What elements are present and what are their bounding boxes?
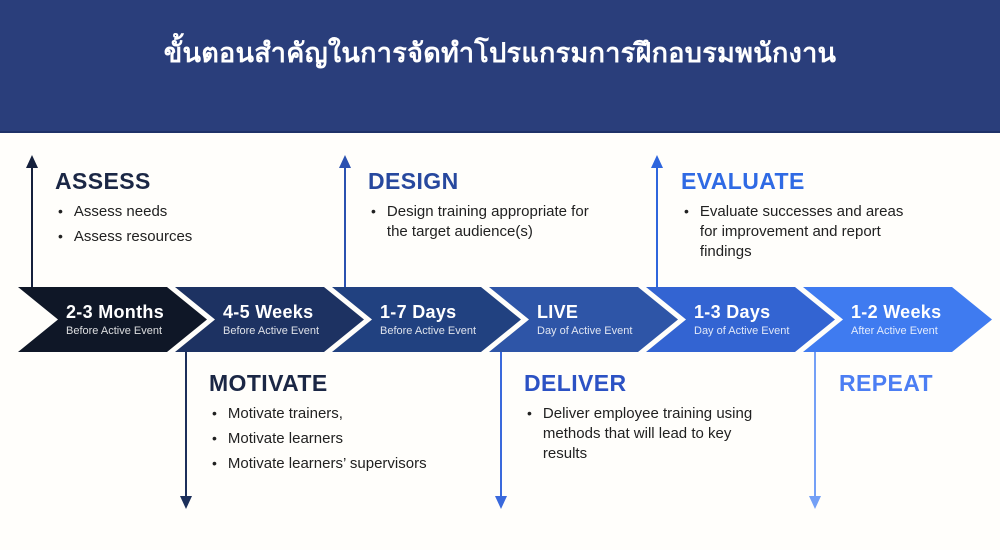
motivate-connector bbox=[180, 352, 192, 509]
motivate-callout: MOTIVATE • Motivate trainers, • Motivate… bbox=[209, 370, 427, 479]
motivate-title: MOTIVATE bbox=[209, 370, 328, 396]
connector-line bbox=[344, 166, 346, 288]
deliver-callout: DELIVER • Deliver employee training usin… bbox=[524, 370, 752, 469]
design-callout: DESIGN • Design training appropriate for… bbox=[368, 168, 589, 247]
evaluate-bullet-list: • Evaluate successes and areas for impro… bbox=[681, 202, 903, 261]
bullet-dot-icon: • bbox=[371, 203, 376, 220]
bullet-text: Motivate trainers, bbox=[227, 405, 343, 423]
connector-line bbox=[185, 352, 187, 498]
bullet-item: • Motivate learners’ supervisors bbox=[212, 454, 427, 474]
segment-sublabel: Before Active Event bbox=[380, 324, 476, 337]
assess-bullet-list: • Assess needs • Assess resources bbox=[55, 202, 192, 247]
bullet-item: • Deliver employee training using method… bbox=[527, 404, 752, 463]
bullet-dot-icon: • bbox=[527, 405, 532, 422]
bullet-text: Motivate learners bbox=[227, 430, 343, 448]
evaluate-callout: EVALUATE • Evaluate successes and areas … bbox=[681, 168, 903, 267]
up-arrow-icon bbox=[339, 155, 351, 168]
bullet-text: methods that will lead to key bbox=[542, 425, 732, 443]
bullet-text: Deliver employee training using bbox=[542, 405, 753, 423]
bullet-text: findings bbox=[699, 242, 752, 260]
deliver-title: DELIVER bbox=[524, 370, 627, 396]
segment-label: 4-5 Weeks bbox=[223, 301, 314, 322]
timeline-segment-2-3-months: 2-3 Months Before Active Event bbox=[18, 287, 207, 352]
bullet-dot-icon: • bbox=[58, 203, 63, 220]
repeat-connector bbox=[809, 352, 821, 509]
segment-sublabel: Before Active Event bbox=[66, 324, 162, 337]
bullet-text: for improvement and report bbox=[699, 223, 881, 241]
segment-label: LIVE bbox=[537, 301, 579, 322]
segment-sublabel: Before Active Event bbox=[223, 324, 319, 337]
timeline-band: 2-3 Months Before Active Event 4-5 Weeks… bbox=[18, 287, 992, 352]
connector-line bbox=[500, 352, 502, 498]
evaluate-connector bbox=[651, 155, 663, 288]
design-bullet-list: • Design training appropriate for the ta… bbox=[368, 202, 589, 242]
repeat-title: REPEAT bbox=[839, 370, 933, 396]
bullet-dot-icon: • bbox=[212, 405, 217, 422]
bullet-item: • Design training appropriate for the ta… bbox=[371, 202, 589, 242]
bullet-dot-icon: • bbox=[212, 454, 217, 471]
bullet-text: Motivate learners’ supervisors bbox=[227, 454, 427, 472]
down-arrow-icon bbox=[495, 496, 507, 509]
bullet-text: the target audience(s) bbox=[386, 223, 533, 241]
motivate-bullet-list: • Motivate trainers, • Motivate learners… bbox=[209, 404, 427, 473]
bullet-item: • Assess resources bbox=[58, 227, 192, 247]
deliver-connector bbox=[495, 352, 507, 509]
bullet-item: • Motivate trainers, bbox=[212, 404, 427, 424]
assess-connector bbox=[26, 155, 38, 288]
up-arrow-icon bbox=[651, 155, 663, 168]
down-arrow-icon bbox=[180, 496, 192, 509]
segment-label: 1-3 Days bbox=[694, 301, 771, 322]
bullet-dot-icon: • bbox=[684, 203, 689, 220]
bullet-item: • Motivate learners bbox=[212, 429, 427, 449]
bullet-dot-icon: • bbox=[58, 228, 63, 245]
up-arrow-icon bbox=[26, 155, 38, 168]
connector-line bbox=[31, 166, 33, 288]
segment-sublabel: Day of Active Event bbox=[537, 324, 633, 337]
segment-sublabel: After Active Event bbox=[851, 324, 938, 337]
connector-line bbox=[814, 352, 816, 498]
evaluate-title: EVALUATE bbox=[681, 168, 805, 194]
design-connector bbox=[339, 155, 351, 288]
bullet-item: • Assess needs bbox=[58, 202, 192, 222]
page-title: ขั้นตอนสำคัญในการจัดทำโปรแกรมการฝึกอบรมพ… bbox=[163, 37, 837, 68]
segment-label: 1-7 Days bbox=[380, 301, 457, 322]
bullet-text: Assess resources bbox=[73, 228, 193, 246]
bullet-item: • Evaluate successes and areas for impro… bbox=[684, 202, 903, 261]
title-banner: ขั้นตอนสำคัญในการจัดทำโปรแกรมการฝึกอบรมพ… bbox=[0, 0, 1000, 133]
segment-label: 2-3 Months bbox=[66, 301, 165, 322]
design-title: DESIGN bbox=[368, 168, 459, 194]
segment-label: 1-2 Weeks bbox=[851, 301, 942, 322]
segment-sublabel: Day of Active Event bbox=[694, 324, 790, 337]
assess-callout: ASSESS • Assess needs • Assess resources bbox=[55, 168, 192, 252]
down-arrow-icon bbox=[809, 496, 821, 509]
bullet-text: Evaluate successes and areas bbox=[699, 203, 904, 221]
timeline-segment-live: LIVE Day of Active Event bbox=[489, 287, 678, 352]
bullet-text: results bbox=[542, 444, 588, 462]
deliver-bullet-list: • Deliver employee training using method… bbox=[524, 404, 752, 463]
repeat-callout: REPEAT bbox=[839, 370, 933, 404]
bullet-text: Design training appropriate for bbox=[386, 203, 589, 221]
connector-line bbox=[656, 166, 658, 288]
bullet-dot-icon: • bbox=[212, 430, 217, 447]
assess-title: ASSESS bbox=[55, 168, 151, 194]
bullet-text: Assess needs bbox=[73, 203, 168, 221]
